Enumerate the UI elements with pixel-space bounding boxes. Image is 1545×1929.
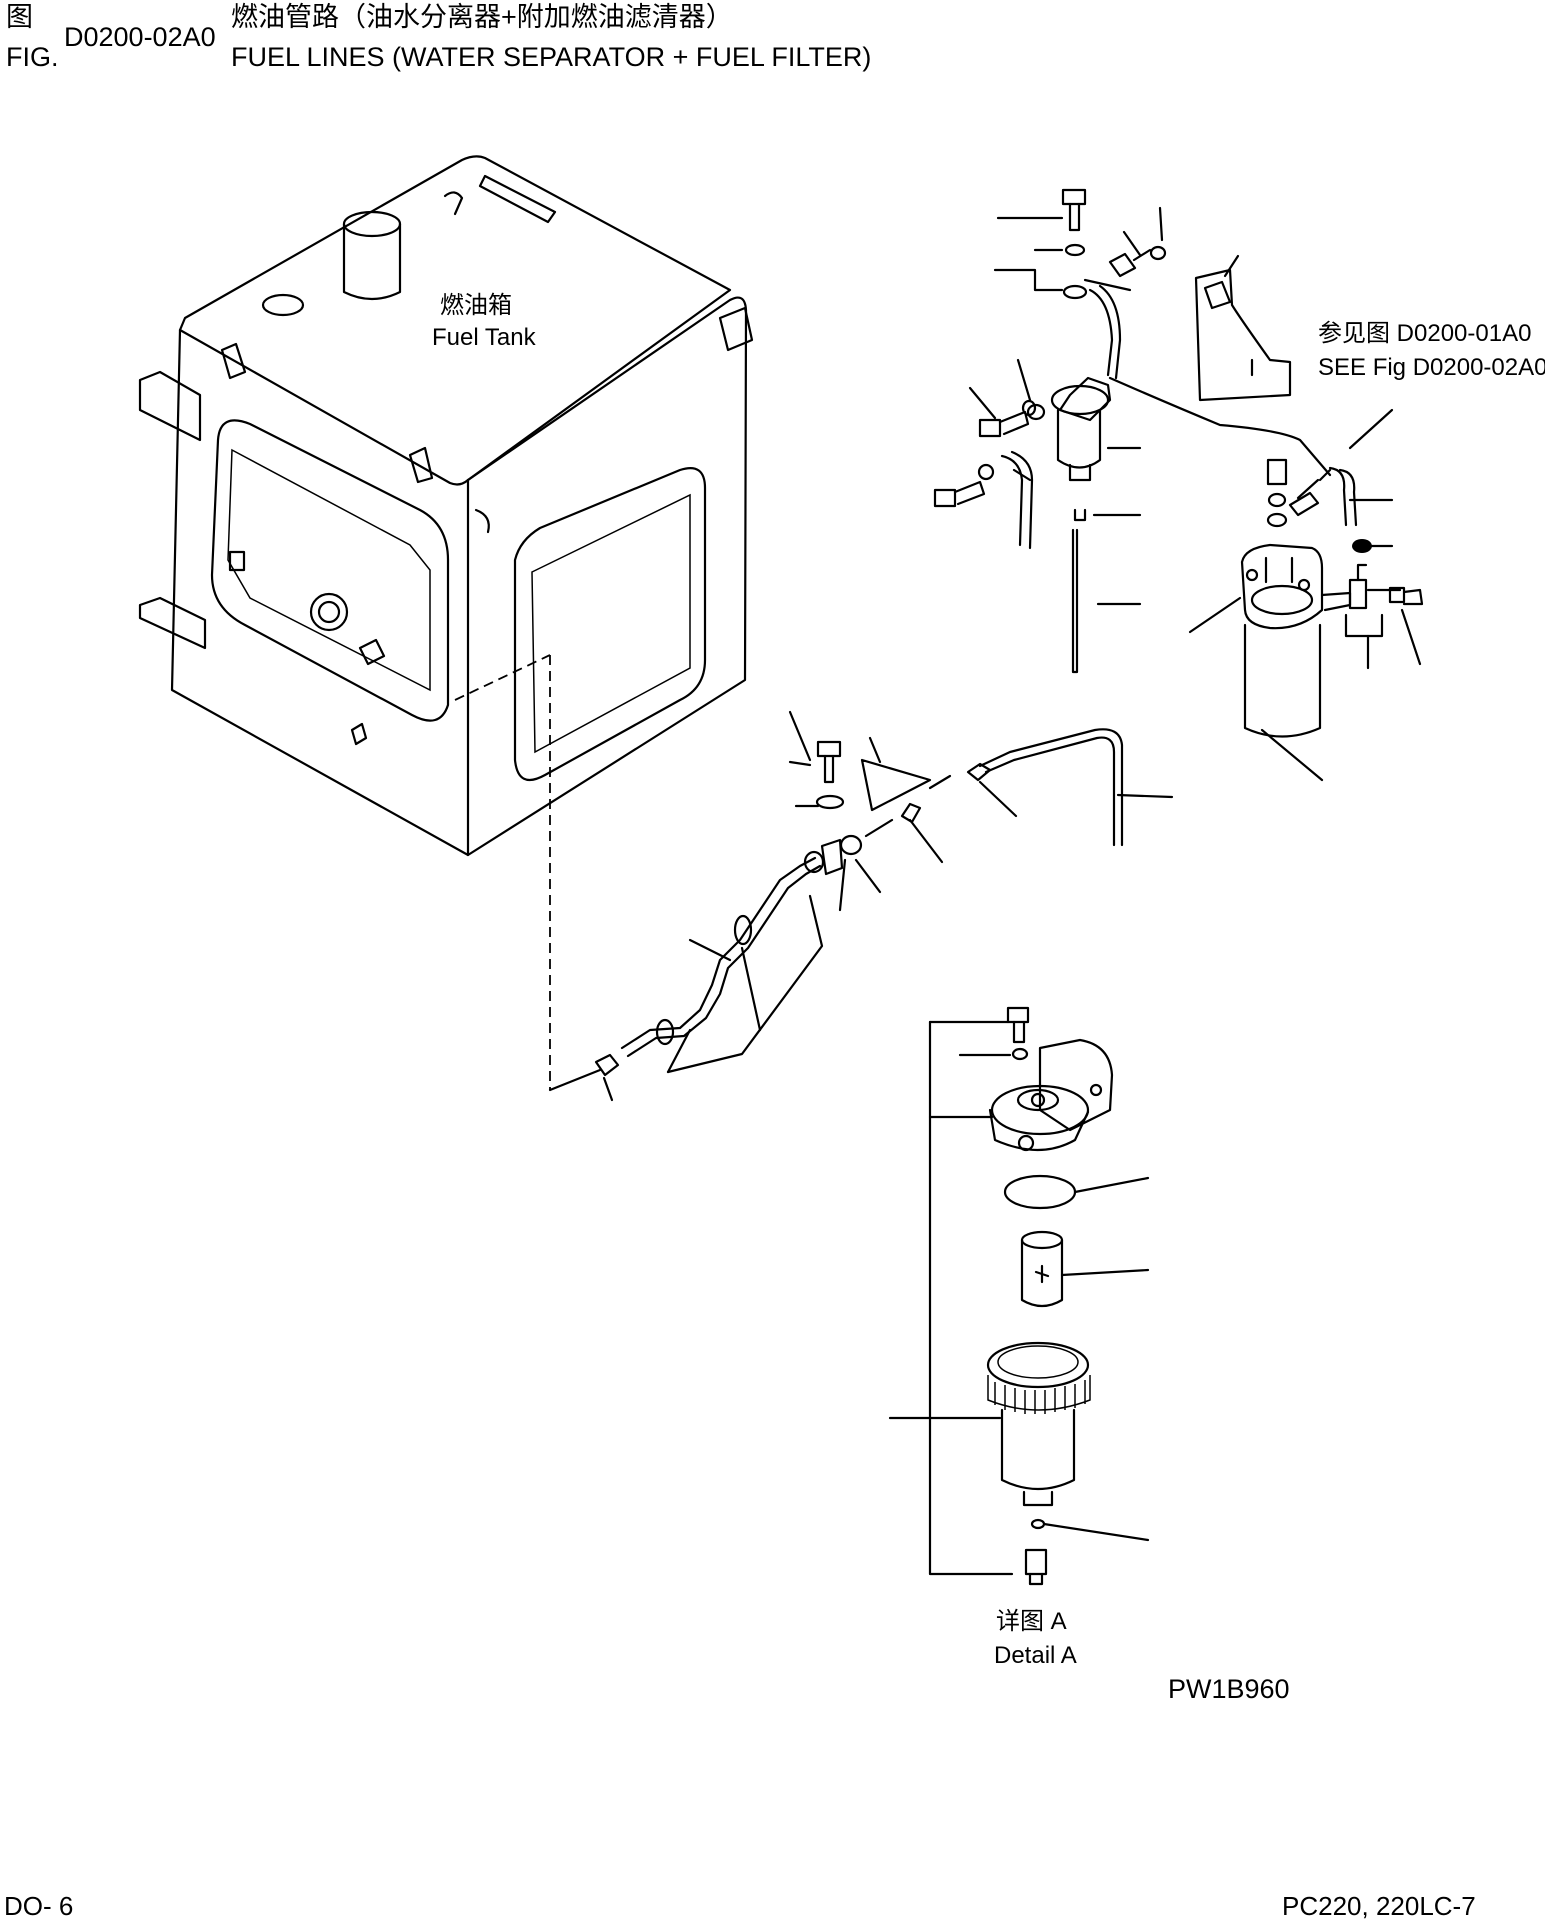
model-number: PC220, 220LC-7 (1282, 1891, 1476, 1921)
detail-label-en: Detail A (994, 1642, 1077, 1669)
water-separator-mount (933, 188, 1332, 674)
fig-number: D0200-02A0 (64, 22, 216, 52)
title-en: FUEL LINES (WATER SEPARATOR + FUEL FILTE… (231, 42, 872, 72)
page-number: DO- 6 (4, 1891, 74, 1921)
fuel-pipe-assembly (594, 710, 1174, 1102)
fuel-tank-label-en: Fuel Tank (432, 324, 536, 351)
fuel-tank-label-cn: 燃油箱 (440, 292, 512, 319)
fig-label-cn: 图 (6, 2, 33, 32)
fuel-filter-assembly (1188, 408, 1424, 782)
fuel-tank (138, 155, 754, 1090)
fig-label-en: FIG. (6, 42, 59, 72)
title-cn: 燃油管路（油水分离器+附加燃油滤清器） (231, 2, 733, 32)
reference-label-en: SEE Fig D0200-02A0 (1318, 354, 1545, 381)
detail-label-cn: 详图 A (996, 1608, 1067, 1635)
reference-label-cn: 参见图 D0200-01A0 (1318, 320, 1532, 347)
detail-a (888, 1006, 1150, 1586)
leader-line (548, 1068, 602, 1092)
drawing-code: PW1B960 (1168, 1674, 1290, 1704)
